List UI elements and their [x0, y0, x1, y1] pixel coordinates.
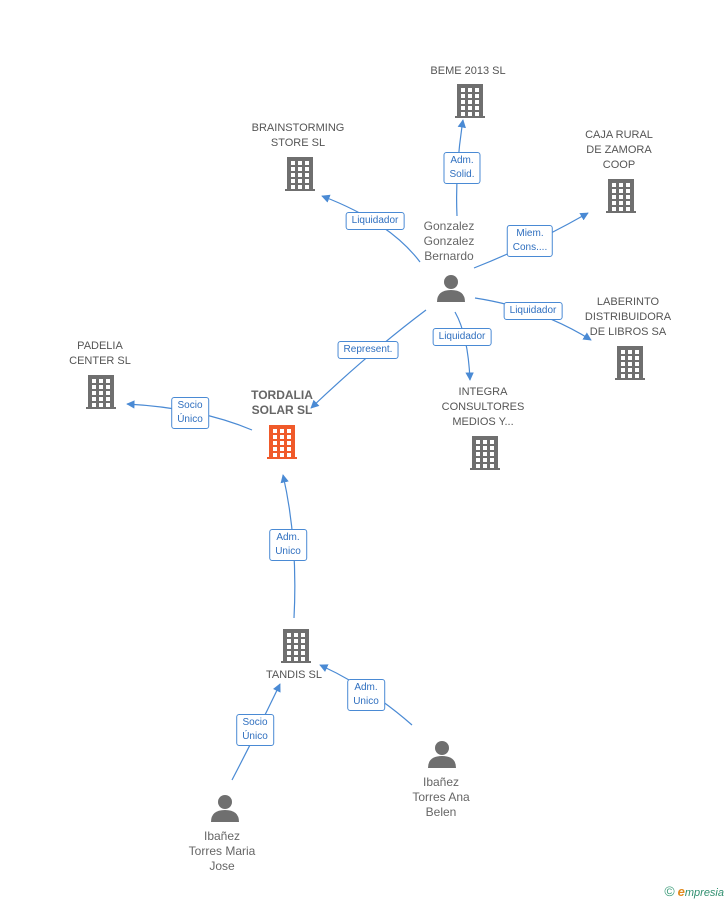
- edge-gonzalez-tordalia: [310, 309, 427, 409]
- label-line: TORDALIA: [251, 388, 313, 402]
- building-icon-brainstorming[interactable]: [285, 157, 315, 191]
- label-line: Solid.: [449, 169, 475, 180]
- label-line: Unico: [275, 546, 301, 557]
- node-label-beme[interactable]: BEME 2013 SL: [430, 64, 505, 79]
- label-line: Ibañez: [203, 829, 241, 843]
- label-line: MEDIOS Y...: [452, 416, 514, 428]
- node-label-integra[interactable]: INTEGRA CONSULTORES MEDIOS Y...: [442, 385, 525, 430]
- label-line: Socio: [242, 717, 268, 728]
- building-icon-caja[interactable]: [606, 179, 636, 213]
- building-icon-beme[interactable]: [455, 84, 485, 118]
- building-icon-laberinto[interactable]: [615, 346, 645, 380]
- icons-layer: [86, 84, 645, 822]
- label-line: Adm.: [450, 155, 474, 166]
- building-icon-tandis[interactable]: [281, 629, 311, 663]
- label-line: CENTER SL: [69, 355, 131, 367]
- label-line: BEME 2013 SL: [430, 65, 506, 77]
- label-line: Adm.: [354, 682, 378, 693]
- relation-label-adm-unico-tordalia[interactable]: Adm. Unico: [269, 529, 307, 561]
- label-line: Liquidador: [351, 215, 399, 226]
- label-line: DE LIBROS SA: [589, 326, 667, 338]
- brand-name: mpresia: [684, 887, 724, 899]
- label-line: Liquidador: [509, 305, 557, 316]
- relation-label-liquidador-brainstorming[interactable]: Liquidador: [345, 212, 405, 230]
- label-line: INTEGRA: [458, 386, 508, 398]
- label-line: Represent.: [343, 344, 393, 355]
- label-line: Cons....: [512, 242, 548, 253]
- label-line: Jose: [209, 859, 235, 873]
- relation-label-adm-solid[interactable]: Adm. Solid.: [443, 152, 481, 184]
- label-line: DISTRIBUIDORA: [584, 311, 672, 323]
- node-label-caja[interactable]: CAJA RURAL DE ZAMORA COOP: [585, 128, 653, 173]
- brand-initial: e: [677, 884, 685, 899]
- relation-label-liquidador-integra[interactable]: Liquidador: [432, 328, 492, 346]
- label-line: TANDIS SL: [265, 669, 323, 681]
- building-icon-integra[interactable]: [470, 436, 500, 470]
- building-icon-tordalia[interactable]: [267, 425, 297, 459]
- node-label-tandis[interactable]: TANDIS SL: [266, 668, 322, 683]
- label-line: Adm.: [276, 532, 300, 543]
- relation-label-represent[interactable]: Represent.: [337, 341, 399, 359]
- label-line: Torres Maria: [188, 844, 256, 858]
- brand-logo[interactable]: ©empresia: [664, 883, 724, 899]
- label-line: CAJA RURAL: [585, 129, 653, 141]
- edge-gonzalez-integra: [454, 311, 474, 381]
- copyright-icon: ©: [664, 883, 675, 899]
- label-line: Único: [177, 414, 203, 425]
- label-line: Gonzalez: [423, 219, 475, 233]
- label-line: CONSULTORES: [441, 401, 525, 413]
- building-icon-padelia[interactable]: [86, 375, 116, 409]
- label-line: SOLAR SL: [251, 403, 313, 417]
- node-label-brainstorming[interactable]: BRAINSTORMING STORE SL: [252, 121, 345, 151]
- person-icon-gonzalez[interactable]: [437, 275, 465, 302]
- label-line: Belen: [425, 805, 457, 819]
- label-line: STORE SL: [270, 137, 326, 149]
- person-icon-ibanez-ana[interactable]: [428, 741, 456, 768]
- node-label-laberinto[interactable]: LABERINTO DISTRIBUIDORA DE LIBROS SA: [585, 295, 671, 340]
- label-line: LABERINTO: [596, 296, 660, 308]
- label-line: DE ZAMORA: [586, 144, 652, 156]
- label-line: Ibañez: [422, 775, 460, 789]
- relation-label-adm-unico-tandis[interactable]: Adm. Unico: [347, 679, 385, 711]
- label-line: Gonzalez: [423, 234, 475, 248]
- person-icon-ibanez-maria[interactable]: [211, 795, 239, 822]
- node-label-padelia[interactable]: PADELIA CENTER SL: [69, 339, 131, 369]
- label-line: BRAINSTORMING: [251, 122, 345, 134]
- label-line: Unico: [353, 696, 379, 707]
- label-line: Miem.: [516, 228, 544, 239]
- label-line: COOP: [602, 159, 636, 171]
- relation-label-liquidador-laberinto[interactable]: Liquidador: [503, 302, 563, 320]
- label-line: Liquidador: [438, 331, 486, 342]
- label-line: PADELIA: [77, 340, 123, 352]
- relation-label-miem-cons[interactable]: Miem. Cons....: [506, 225, 554, 257]
- label-line: Bernardo: [424, 249, 474, 263]
- label-line: Torres Ana: [412, 790, 470, 804]
- label-line: Socio: [177, 400, 203, 411]
- label-line: Único: [242, 731, 268, 742]
